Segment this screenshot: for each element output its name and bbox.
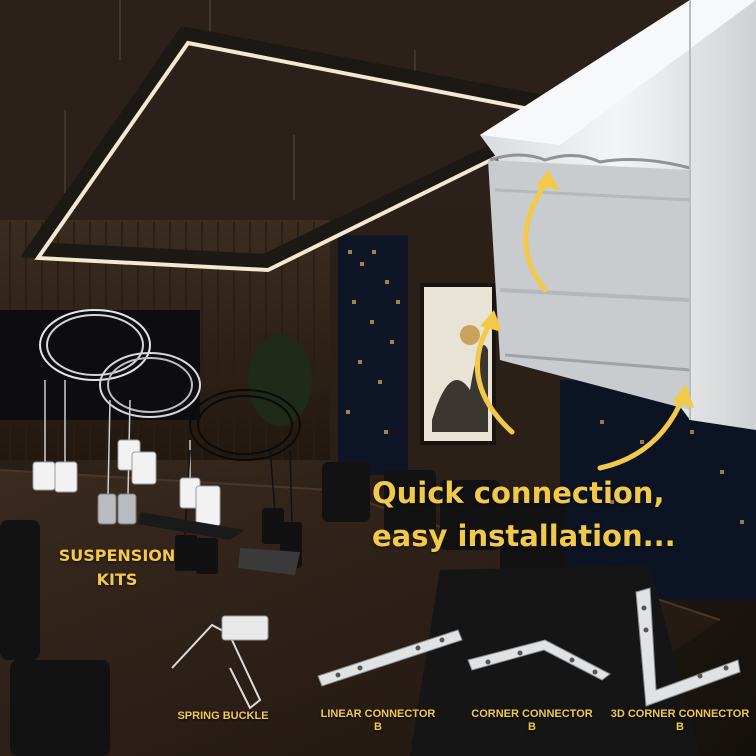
suspension-kits-label-line-1: SUSPENSION (58, 546, 176, 565)
corner-connector-label: CORNER CONNECTOR B (464, 708, 600, 734)
linear-connector-label: LINEAR CONNECTOR B (312, 708, 444, 734)
headline: Quick connection, easy installation... (372, 472, 752, 558)
3d-corner-connector-label: 3D CORNER CONNECTOR B (604, 708, 756, 734)
corner-connector-line-2: B (528, 721, 536, 733)
spring-buckle-text: SPRING BUCKLE (177, 710, 269, 722)
3d-corner-connector-line-2: B (676, 721, 684, 733)
corner-connector-line-1: CORNER CONNECTOR (471, 708, 593, 720)
aluminium-profile (480, 0, 756, 430)
headline-line-1: Quick connection, (372, 476, 665, 510)
linear-connector-line-1: LINEAR CONNECTOR (320, 708, 436, 720)
spring-buckle-label: SPRING BUCKLE (168, 710, 278, 723)
suspension-kits-label: SUSPENSION KITS (42, 544, 192, 592)
headline-line-2: easy installation... (372, 519, 676, 553)
suspension-kits-label-line-2: KITS (96, 570, 138, 589)
3d-corner-connector-line-1: 3D CORNER CONNECTOR (610, 708, 750, 720)
linear-connector-line-2: B (374, 721, 382, 733)
